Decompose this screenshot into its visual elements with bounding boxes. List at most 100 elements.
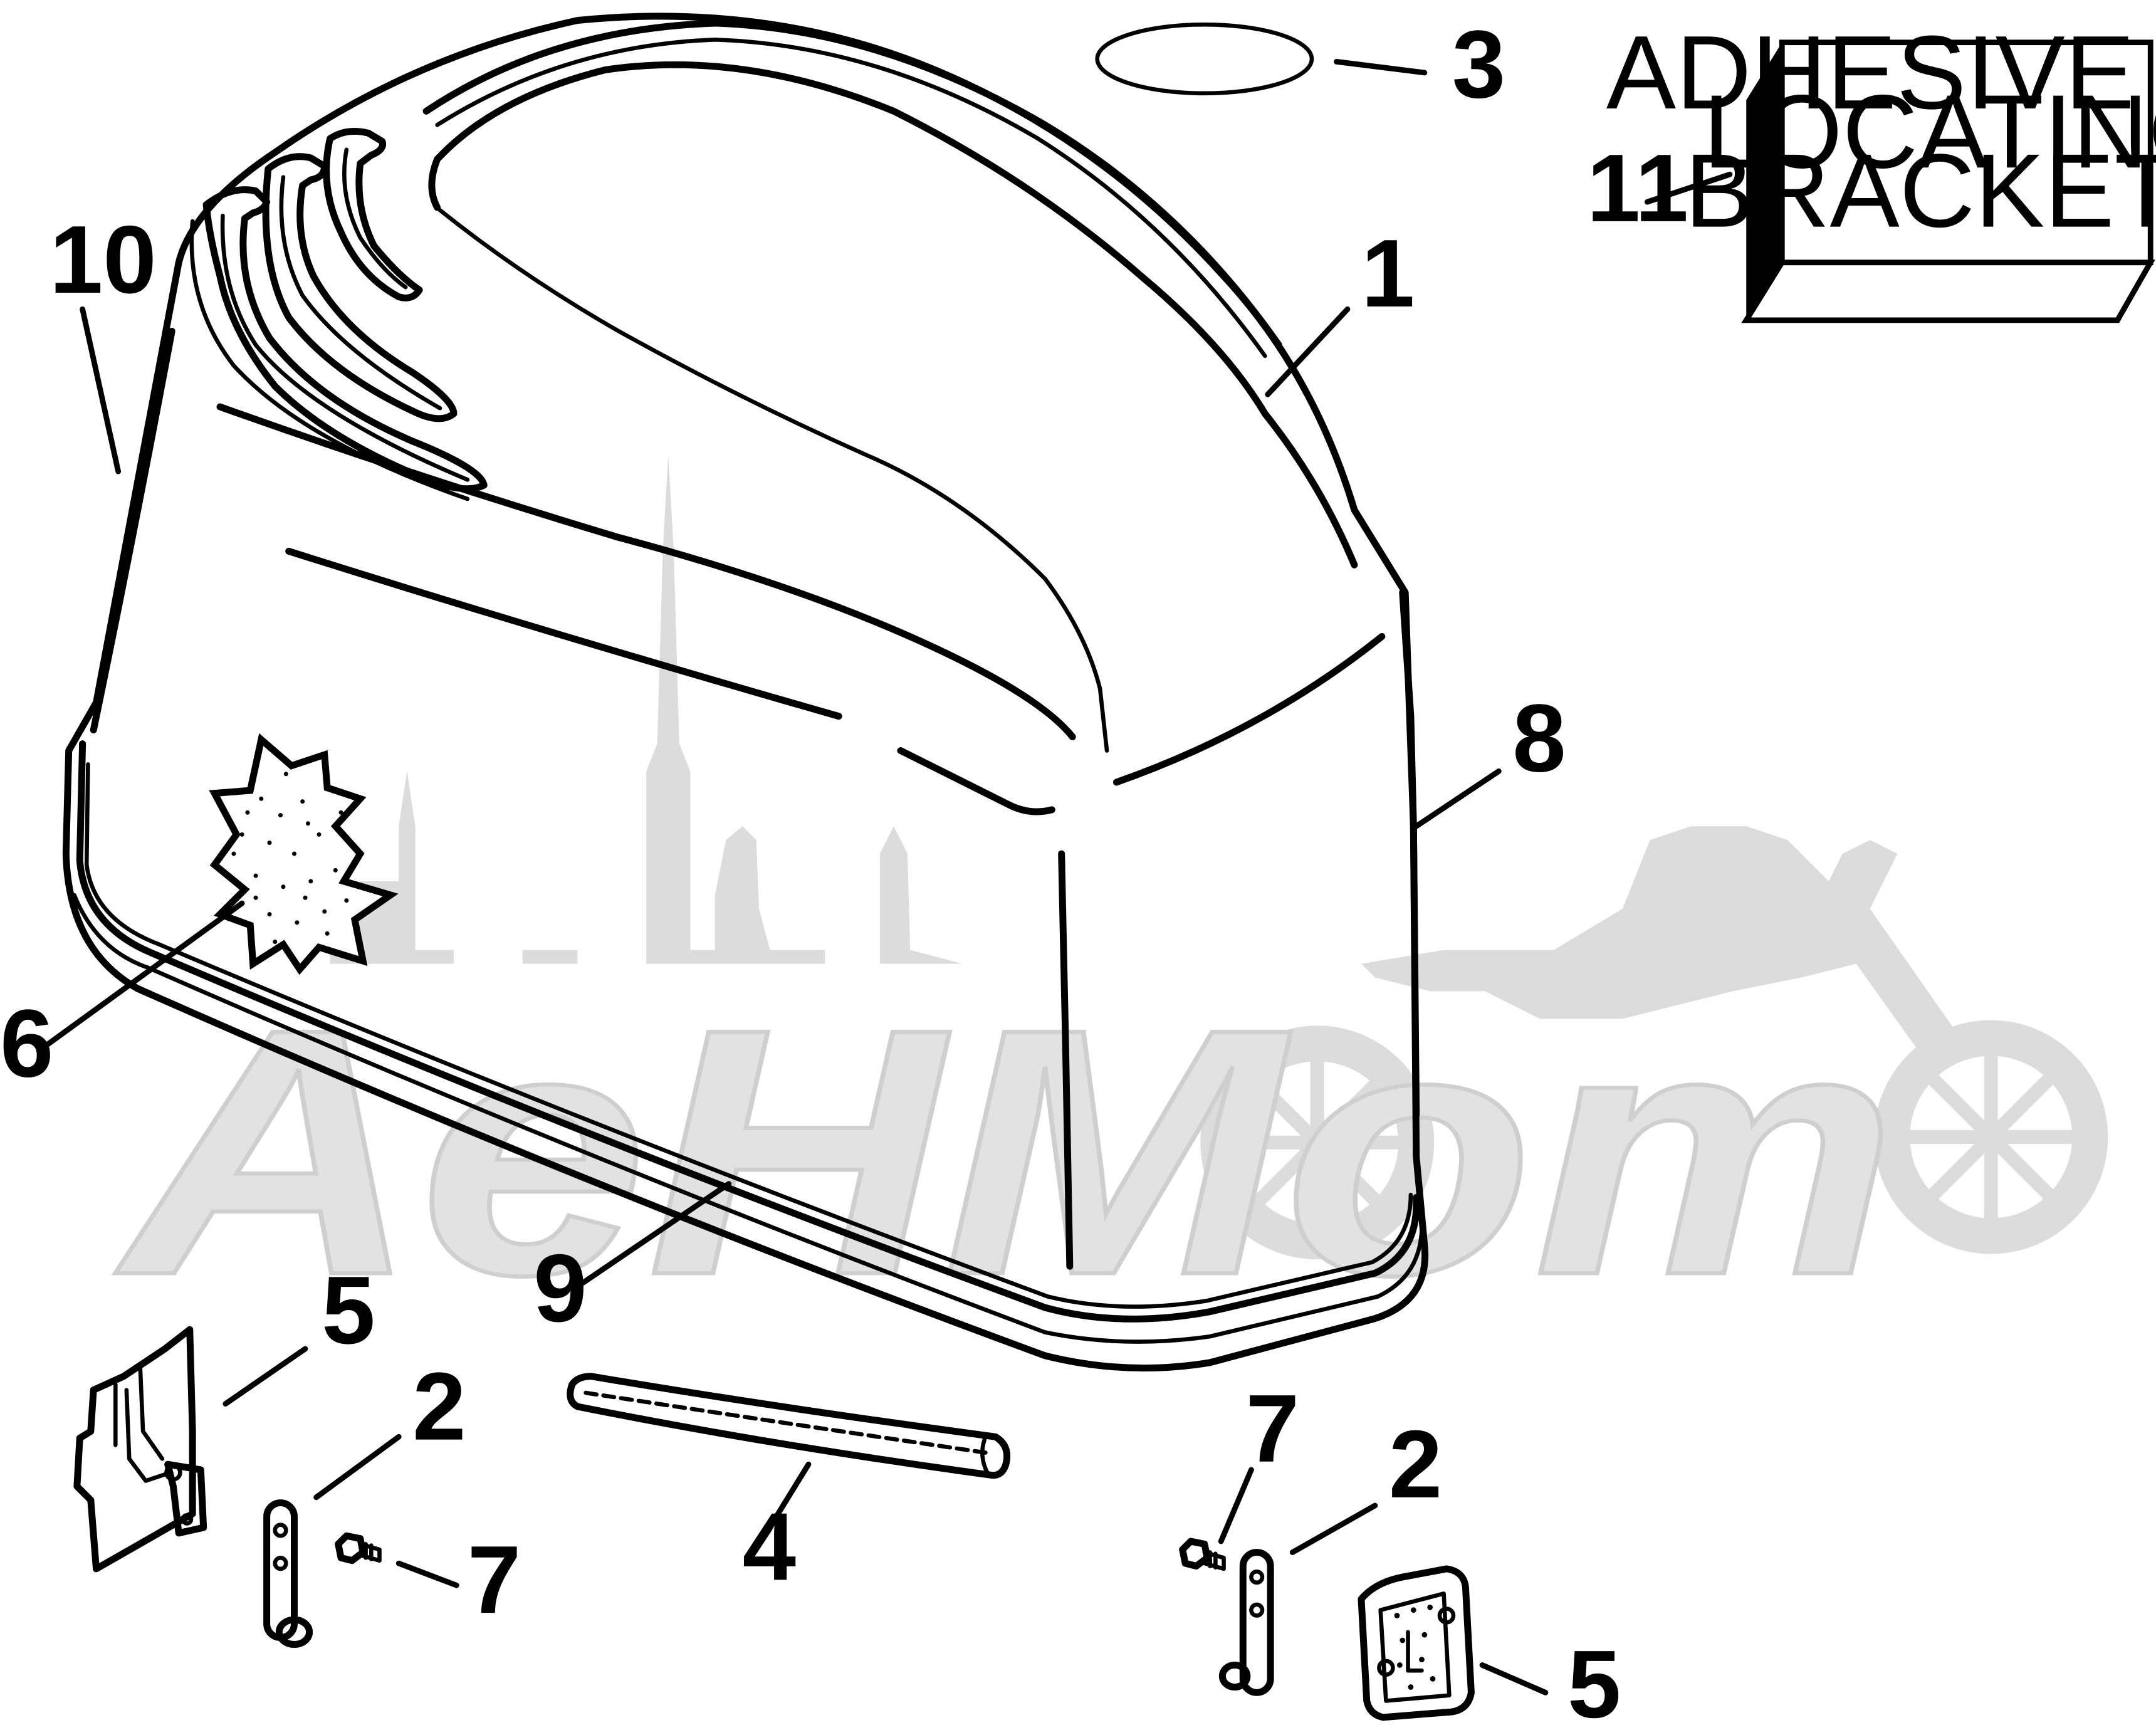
cover-right-edge [1399, 589, 1420, 1119]
screw-left-head [335, 1532, 367, 1565]
box-label-line-3: BRACKETS [1685, 133, 2156, 249]
callout-4: 4 [743, 1492, 796, 1600]
adhesive-pad-texture [231, 772, 349, 944]
vent-3-inner [220, 213, 470, 482]
seal-strip-end [980, 1437, 990, 1475]
watermark-skyline [330, 454, 963, 964]
latch-right-plate [1358, 1565, 1475, 1721]
latch-left-detail [113, 1366, 173, 1483]
callout-7-right: 7 [1246, 1375, 1299, 1482]
leader-2b [1289, 1502, 1378, 1555]
callout-labels: 1 3 11 10 8 6 9 5 2 7 4 7 2 5 [0, 10, 1688, 1735]
latch-right-dots [1394, 1604, 1436, 1690]
callout-9: 9 [533, 1234, 587, 1342]
vent-2 [262, 153, 458, 422]
cover-bottom-lip-upper [76, 740, 1420, 1323]
cover-bottom-lip-inner [84, 762, 1413, 1309]
link-right-bar [1239, 1549, 1274, 1696]
leader-8 [1413, 768, 1502, 829]
callout-2-right: 2 [1389, 1410, 1442, 1518]
oval-decal [1095, 22, 1314, 96]
leader-4 [761, 1461, 812, 1539]
adhesive-kit-box: ADHESIVE KIT LOCATING BRACKETS [1606, 14, 2156, 323]
cover-top-ridge-inner [435, 37, 1267, 359]
adhesive-pad [209, 733, 399, 975]
callout-7-left: 7 [468, 1526, 521, 1633]
watermark-spokes [1226, 1046, 2082, 1234]
leader-10 [80, 306, 122, 474]
cover-vents [189, 128, 488, 501]
screw-right-head [1179, 1538, 1211, 1570]
cover-center-vertical [1058, 850, 1074, 1270]
latch-left-hinge [164, 1460, 207, 1537]
watermark-motorcycle [1361, 826, 1967, 1061]
latch-bracket-left [73, 1326, 207, 1573]
link-left-hole-1 [273, 1523, 288, 1538]
cover-front-lower-edge [897, 747, 1055, 815]
watermark: AeHMom [109, 454, 2108, 1350]
link-left-knob [275, 1616, 313, 1649]
callout-5-left: 5 [322, 1256, 375, 1364]
callout-3: 3 [1452, 10, 1505, 118]
cover-top-panel-left [428, 155, 441, 211]
bracket-link-right [1218, 1549, 1274, 1696]
callout-2-left: 2 [412, 1353, 466, 1460]
seal-strip-groove [583, 1390, 992, 1455]
callout-5-right: 5 [1567, 1630, 1621, 1735]
latch-left-pin [164, 1464, 182, 1482]
callout-11: 11 [1587, 134, 1688, 242]
box-front-face [1779, 39, 2153, 266]
leader-3 [1334, 58, 1428, 76]
leader-7a [395, 1560, 459, 1588]
bracket-link-left [263, 1499, 313, 1649]
leader-5b [1479, 1662, 1549, 1696]
link-left-hole-2 [273, 1556, 288, 1571]
latch-right-inner [1378, 1591, 1452, 1703]
box-left-face [1746, 42, 1782, 320]
latch-right-screw-2 [1377, 1659, 1395, 1677]
leader-lines [38, 58, 1733, 1696]
cover-front-mid-edge [285, 547, 842, 720]
vent-1 [323, 128, 423, 301]
latch-right-slot [1406, 1630, 1424, 1673]
cover-right-front-edge [1112, 632, 1386, 786]
callout-1: 1 [1361, 219, 1415, 327]
leader-6 [38, 900, 245, 1052]
latch-bracket-right [1358, 1565, 1475, 1721]
box-label-line-2: LOCATING [1703, 73, 2156, 190]
box-bottom-face [1741, 259, 2155, 323]
seal-strip-outline [567, 1373, 1011, 1479]
leader-7b [1218, 1467, 1254, 1544]
box-label-line-1: ADHESIVE KIT [1606, 14, 2156, 131]
leader-9 [580, 1181, 732, 1286]
vent-outer-ring [189, 219, 470, 501]
leader-1 [1265, 306, 1351, 397]
callout-10: 10 [50, 206, 157, 313]
adhesive-pad-shape [209, 733, 399, 975]
cover-top-ridge [422, 19, 1282, 349]
screw-left-shank [358, 1542, 382, 1563]
leader-5a [222, 1346, 308, 1407]
latch-left-pin-2 [181, 1513, 194, 1526]
cover-left-edge [90, 327, 175, 734]
vent-3 [202, 186, 488, 493]
cover-top-crease [437, 208, 1109, 753]
cover-top-panel [434, 61, 1358, 569]
leader-2a [313, 1434, 402, 1501]
watermark-wheel-front [1874, 1020, 2108, 1254]
callout-6: 6 [0, 989, 53, 1097]
leader-11 [1644, 171, 1733, 205]
link-right-knob [1218, 1661, 1251, 1691]
latch-right-screw-1 [1437, 1607, 1456, 1625]
screw-right [1179, 1538, 1226, 1571]
screw-left [335, 1532, 382, 1565]
vent-2-inner [279, 175, 442, 411]
link-right-hole-2 [1249, 1602, 1265, 1618]
screw-right-shank [1202, 1550, 1226, 1571]
watermark-text: AeHMom [111, 956, 1898, 1348]
link-right-hole-1 [1249, 1569, 1265, 1585]
seal-strip [567, 1373, 1011, 1479]
latch-left-plate [73, 1326, 196, 1573]
vent-1-inner [342, 147, 408, 290]
